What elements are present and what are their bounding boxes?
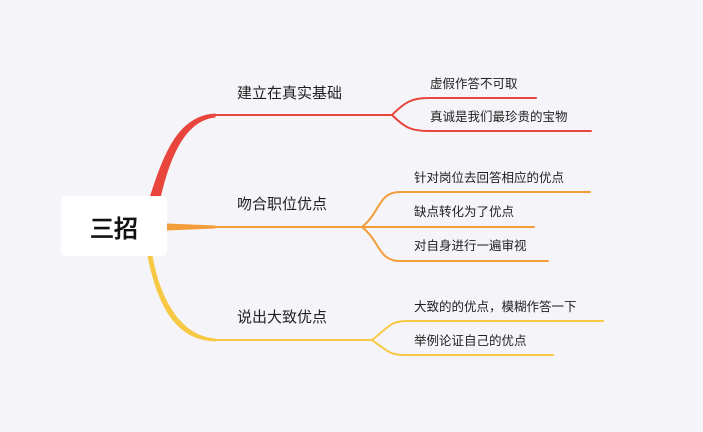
leaf-label-sincerity[interactable]: 真诚是我们最珍贵的宝物 [430, 109, 568, 124]
leaf-label-weakness-to-strength[interactable]: 缺点转化为了优点 [414, 204, 515, 219]
connector-root-branch-2 [166, 223, 216, 231]
branch-label-general-strengths[interactable]: 说出大致优点 [237, 308, 328, 326]
connector-leaf-2-3 [361, 226, 549, 262]
leaf-label-target-position[interactable]: 针对岗位去回答相应的优点 [414, 170, 565, 185]
leaf-label-give-examples[interactable]: 举例论证自己的优点 [414, 333, 527, 348]
connector-leaf-1-2 [391, 114, 592, 132]
connector-leaf-1-1 [391, 97, 537, 116]
leaf-label-no-false-answers[interactable]: 虚假作答不可取 [430, 76, 518, 91]
connector-leaf-3-1 [371, 320, 604, 341]
root-label: 三招 [90, 214, 138, 243]
leaf-label-vague-answer[interactable]: 大致的的优点，模糊作答一下 [414, 299, 577, 314]
branch-label-foundation[interactable]: 建立在真实基础 [237, 84, 343, 102]
connector-root-branch-3 [147, 255, 216, 342]
connector-leaf-3-2 [371, 339, 554, 356]
branch-label-match-position[interactable]: 吻合职位优点 [237, 195, 328, 213]
leaf-label-self-review[interactable]: 对自身进行一遍审视 [414, 238, 527, 253]
connector-leaf-2-1 [361, 191, 591, 228]
connector-root-branch-1 [149, 113, 216, 199]
root-node[interactable]: 三招 [61, 196, 167, 256]
